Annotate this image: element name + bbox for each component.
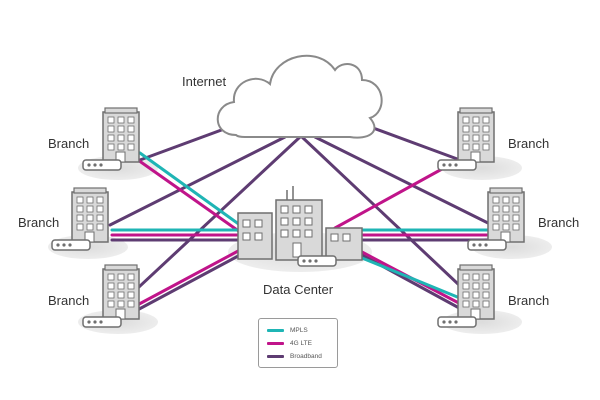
links: [108, 123, 494, 317]
legend-label-broadband: Broadband: [290, 353, 322, 360]
branch-building-icon-tl: [102, 107, 140, 163]
legend-item-mpls: MPLS: [267, 324, 337, 337]
branch-label-bl: Branch: [48, 293, 89, 308]
branch-label-mr: Branch: [538, 215, 579, 230]
branch-router-icon-ml: [51, 239, 91, 251]
broadband-link-bl-dc: [126, 253, 242, 317]
branch-building-icon-mr: [487, 187, 525, 243]
branch-building-icon-bl: [102, 264, 140, 320]
branch-label-tr: Branch: [508, 136, 549, 151]
branch-router-icon-mr: [467, 239, 507, 251]
broadband-link-ml-internet: [108, 135, 287, 227]
legend-swatch-4g-lte: [267, 342, 284, 345]
data-center-label: Data Center: [263, 282, 334, 297]
legend-item-broadband: Broadband: [267, 350, 337, 363]
internet-label: Internet: [182, 74, 226, 89]
data-center-building-icon: [237, 186, 363, 261]
branch-router-icon-br: [437, 316, 477, 328]
branch-router-icon-tl: [82, 159, 122, 171]
branch-label-br: Branch: [508, 293, 549, 308]
branch-label-tl: Branch: [48, 136, 89, 151]
branch-building-icon-ml: [71, 187, 109, 243]
legend-swatch-broadband: [267, 355, 284, 358]
broadband-link-tr-internet: [363, 123, 462, 162]
broadband-link-tl-internet: [138, 123, 237, 162]
data-center-router-icon: [297, 255, 337, 267]
broadband-link-bl-internet: [123, 135, 302, 302]
branch-router-icon-tr: [437, 159, 477, 171]
legend-label-4g-lte: 4G LTE: [290, 340, 312, 347]
legend-item-4g-lte: 4G LTE: [267, 337, 337, 350]
broadband-link-br-internet: [300, 135, 477, 302]
branch-building-icon-tr: [457, 107, 495, 163]
legend: MPLS 4G LTE Broadband: [258, 318, 338, 368]
branch-building-icon-br: [457, 264, 495, 320]
legend-swatch-mpls: [267, 329, 284, 332]
branches: [51, 107, 525, 328]
lte-link-bl: [126, 248, 242, 312]
legend-label-mpls: MPLS: [290, 327, 308, 334]
mpls-link-tl: [138, 151, 242, 227]
broadband-link-mr-internet: [313, 135, 494, 227]
cloud-icon: [216, 54, 383, 139]
lte-link-tl: [136, 158, 242, 234]
branch-router-icon-bl: [82, 316, 122, 328]
mpls-link-br: [360, 256, 474, 305]
branch-label-ml: Branch: [18, 215, 59, 230]
